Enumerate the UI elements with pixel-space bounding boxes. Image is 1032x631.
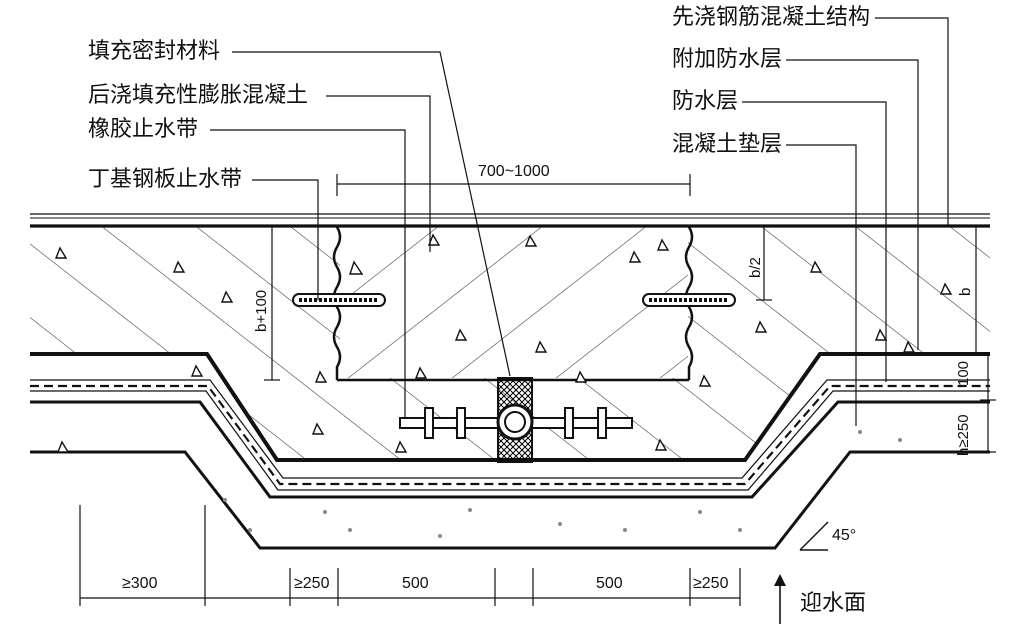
dimension-lines bbox=[79, 174, 996, 606]
butyl-steel-waterstop-right bbox=[642, 293, 736, 307]
waterproof-layers bbox=[30, 379, 990, 499]
dim-bottom-c: 500 bbox=[596, 575, 623, 592]
leader-lines bbox=[210, 17, 949, 426]
cushion-aggregate bbox=[223, 430, 902, 538]
dim-half-depth: b/2 bbox=[747, 257, 764, 278]
label-post-cast-concrete: 后浇填充性膨胀混凝土 bbox=[88, 83, 308, 108]
dim-right-vertical-b: h≥250 bbox=[955, 414, 972, 456]
aggregate-marks bbox=[54, 233, 953, 453]
label-rubber-waterstop: 橡胶止水带 bbox=[88, 117, 198, 142]
butyl-steel-waterstop-left bbox=[292, 293, 386, 307]
dim-slab-depth: b bbox=[957, 288, 974, 296]
label-sealant: 填充密封材料 bbox=[88, 39, 220, 64]
dim-bottom-d: ≥250 bbox=[693, 575, 729, 592]
post-cast-expansive-concrete bbox=[340, 227, 688, 378]
label-additional-waterproof: 附加防水层 bbox=[672, 47, 782, 72]
label-waterproof-layer: 防水层 bbox=[672, 89, 738, 114]
dim-bottom-left: ≥300 bbox=[122, 575, 158, 592]
label-cast-structure: 先浇钢筋混凝土结构 bbox=[672, 5, 870, 30]
water-face-arrow bbox=[774, 574, 786, 624]
dim-bottom-b: 500 bbox=[402, 575, 429, 592]
dim-angle: 45° bbox=[832, 527, 856, 544]
label-water-face: 迎水面 bbox=[800, 591, 866, 616]
dim-top-width: 700~1000 bbox=[478, 163, 550, 180]
angle-marker bbox=[799, 521, 829, 551]
dim-bottom-a: ≥250 bbox=[294, 575, 330, 592]
dim-left-height: b+100 bbox=[253, 290, 270, 332]
top-surface bbox=[30, 213, 990, 228]
concrete-cushion bbox=[30, 450, 990, 550]
label-butyl-steel-waterstop: 丁基钢板止水带 bbox=[88, 167, 242, 192]
sealant-material bbox=[496, 377, 534, 463]
dim-right-vertical-a: 100 bbox=[955, 361, 972, 386]
label-concrete-cushion: 混凝土垫层 bbox=[672, 132, 782, 157]
